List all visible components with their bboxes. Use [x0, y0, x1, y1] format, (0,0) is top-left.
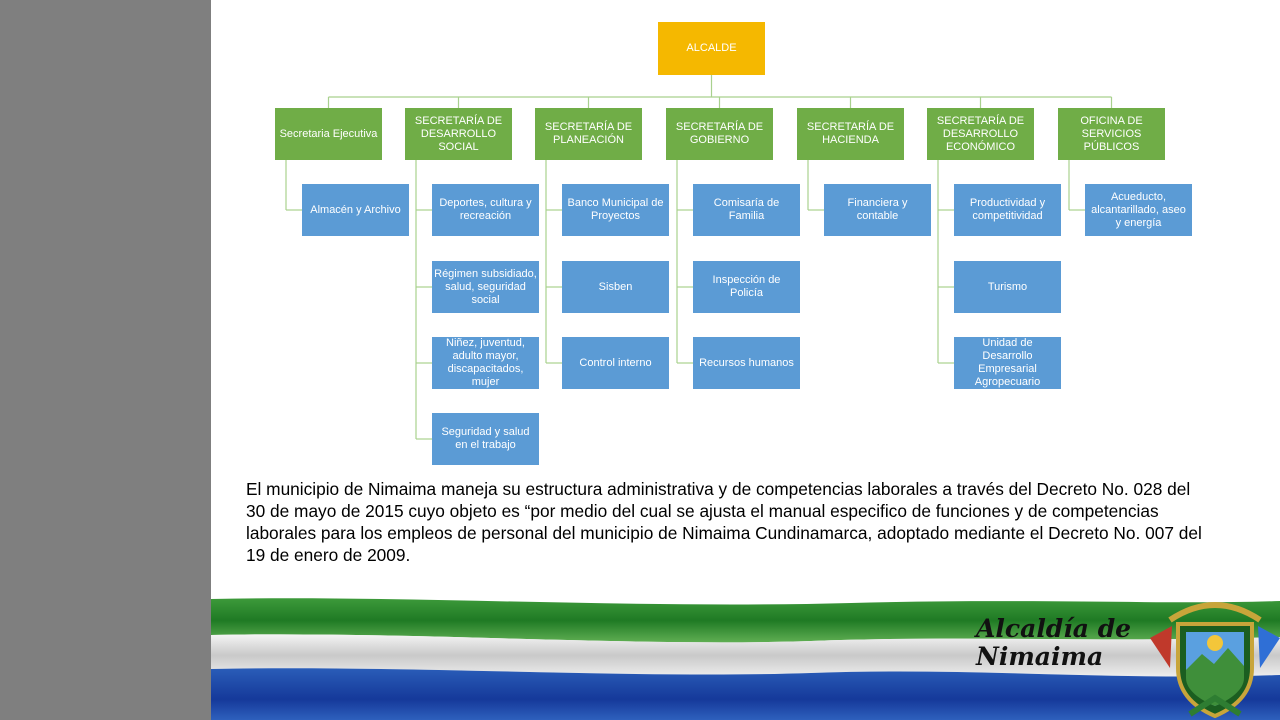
- unit-label: Niñez, juventud, adulto mayor, discapaci…: [446, 337, 525, 388]
- dept-box-desarrollo-social: SECRETARÍA DE DESARROLLO SOCIAL: [405, 108, 512, 160]
- dept-box-secretaria-ejecutiva: Secretaria Ejecutiva: [275, 108, 382, 160]
- unit-box: Inspección de Policía: [693, 261, 800, 313]
- unit-box: Comisaría de Familia: [693, 184, 800, 236]
- dept-box-hacienda: SECRETARÍA DE HACIENDA: [797, 108, 904, 160]
- unit-box: Sisben: [562, 261, 669, 313]
- flag-stripe-white: [211, 634, 1280, 677]
- flag-banner: [211, 598, 1280, 720]
- unit-box: Recursos humanos: [693, 337, 800, 389]
- root-box: ALCALDE: [658, 22, 765, 75]
- unit-label: Almacén y Archivo: [310, 203, 401, 216]
- unit-box: Banco Municipal de Proyectos: [562, 184, 669, 236]
- dept-box-gobierno: SECRETARÍA DE GOBIERNO: [666, 108, 773, 160]
- municipal-crest-icon: [1150, 602, 1280, 719]
- unit-label: Control interno: [579, 356, 652, 369]
- unit-label: Comisaría de Familia: [713, 197, 780, 222]
- unit-label: Seguridad y salud en el trabajo: [441, 426, 530, 451]
- unit-label: Sisben: [598, 280, 633, 293]
- brand-logotype: Alcaldía de Nimaima: [976, 615, 1131, 671]
- unit-box: Niñez, juventud, adulto mayor, discapaci…: [432, 337, 539, 389]
- unit-label: Productividad y competitividad: [969, 197, 1046, 222]
- dept-label: SECRETARÍA DE GOBIERNO: [675, 121, 764, 146]
- unit-box: Control interno: [562, 337, 669, 389]
- dept-label: Secretaria Ejecutiva: [279, 127, 378, 140]
- brand-line-1: Alcaldía de: [976, 614, 1132, 643]
- unit-label: Acueducto, alcantarillado, aseo y energí…: [1091, 190, 1186, 229]
- unit-label: Turismo: [987, 280, 1028, 293]
- dept-label: SECRETARÍA DE DESARROLLO ECONÓMICO: [936, 114, 1025, 153]
- unit-box: Financiera y contable: [824, 184, 931, 236]
- unit-box: Unidad de Desarrollo Empresarial Agropec…: [954, 337, 1061, 389]
- unit-label: Financiera y contable: [847, 197, 908, 222]
- flag-stripe-blue: [211, 668, 1280, 720]
- unit-label: Deportes, cultura y recreación: [439, 197, 532, 222]
- unit-box: Deportes, cultura y recreación: [432, 184, 539, 236]
- dept-label: OFICINA DE SERVICIOS PÚBLICOS: [1080, 114, 1143, 153]
- dept-box-servicios-publicos: OFICINA DE SERVICIOS PÚBLICOS: [1058, 108, 1165, 160]
- dept-box-planeacion: SECRETARÍA DE PLANEACIÓN: [535, 108, 642, 160]
- unit-label: Inspección de Policía: [712, 274, 781, 299]
- description-paragraph: El municipio de Nimaima maneja su estruc…: [246, 479, 1202, 565]
- dept-box-desarrollo-economico: SECRETARÍA DE DESARROLLO ECONÓMICO: [927, 108, 1034, 160]
- sidebar-panel: [0, 0, 211, 720]
- unit-box: Almacén y Archivo: [302, 184, 409, 236]
- unit-label: Unidad de Desarrollo Empresarial Agropec…: [974, 337, 1041, 388]
- root-label: ALCALDE: [686, 42, 737, 54]
- dept-label: SECRETARÍA DE PLANEACIÓN: [544, 121, 633, 146]
- flag-stripe-green: [211, 598, 1280, 643]
- org-chart-connectors: [285, 75, 1113, 440]
- unit-box: Seguridad y salud en el trabajo: [432, 413, 539, 465]
- unit-box: Turismo: [954, 261, 1061, 313]
- unit-label: Recursos humanos: [699, 356, 794, 369]
- unit-box: Acueducto, alcantarillado, aseo y energí…: [1085, 184, 1192, 236]
- dept-label: SECRETARÍA DE HACIENDA: [806, 121, 895, 146]
- unit-label: Banco Municipal de Proyectos: [567, 197, 664, 222]
- unit-box: Productividad y competitividad: [954, 184, 1061, 236]
- dept-label: SECRETARÍA DE DESARROLLO SOCIAL: [414, 114, 503, 153]
- unit-box: Régimen subsidiado, salud, seguridad soc…: [432, 261, 539, 313]
- unit-label: Régimen subsidiado, salud, seguridad soc…: [434, 267, 537, 306]
- brand-line-2: Nimaima: [976, 642, 1104, 671]
